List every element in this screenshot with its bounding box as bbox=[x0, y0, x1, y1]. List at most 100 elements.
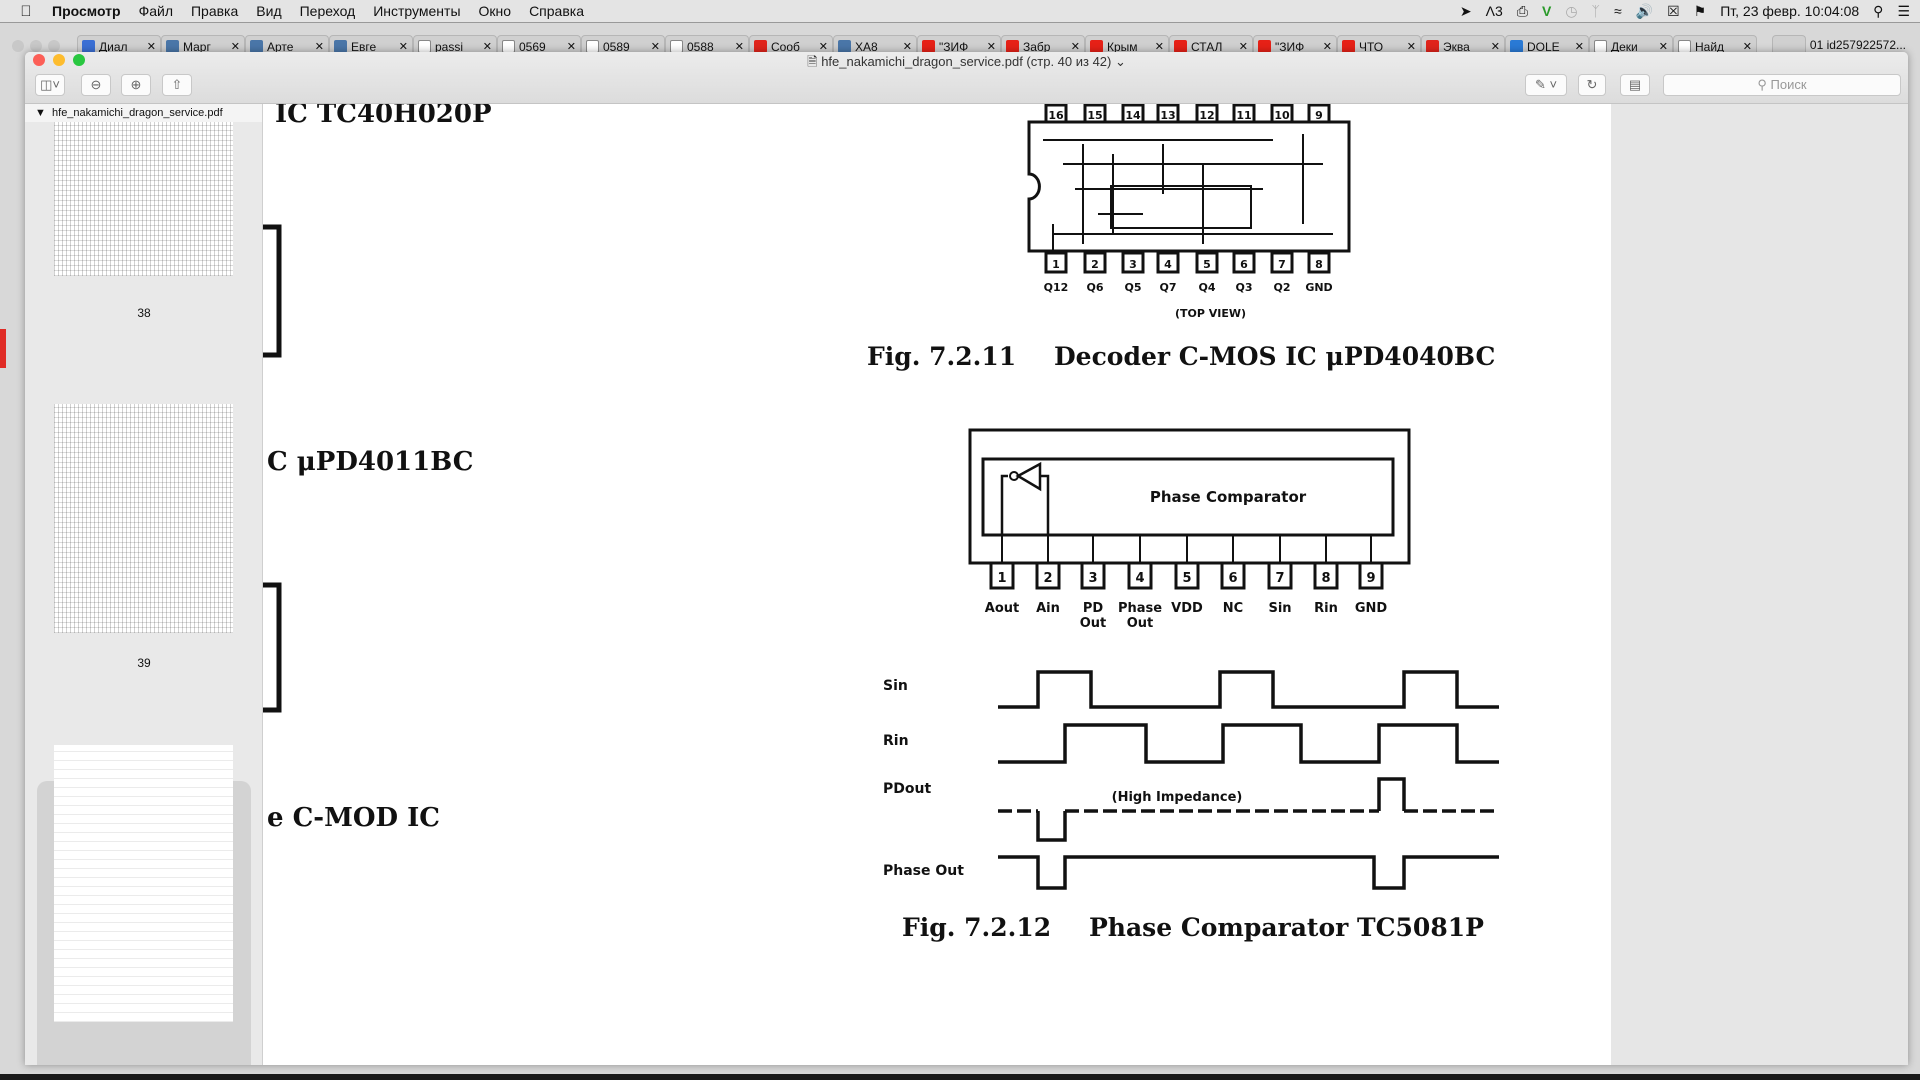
rotate-button[interactable]: ↻ bbox=[1578, 74, 1606, 96]
menu-file[interactable]: Файл bbox=[138, 3, 173, 19]
close-tab-icon[interactable]: ✕ bbox=[1658, 41, 1668, 53]
close-tab-icon[interactable]: ✕ bbox=[1574, 41, 1584, 53]
close-tab-icon[interactable]: ✕ bbox=[734, 41, 744, 53]
browser-tab[interactable]: 0569✕ bbox=[497, 35, 581, 57]
favicon-icon bbox=[1090, 40, 1103, 53]
browser-tab[interactable]: "ЗИФ✕ bbox=[917, 35, 1001, 57]
browser-tab[interactable]: СТАЛ✕ bbox=[1169, 35, 1253, 57]
close-tab-icon[interactable]: ✕ bbox=[314, 41, 324, 53]
zoom-in-button[interactable]: ⊕ bbox=[121, 74, 151, 96]
pin-box bbox=[1035, 561, 1061, 590]
browser-tab[interactable]: Крым✕ bbox=[1085, 35, 1169, 57]
menu-help[interactable]: Справка bbox=[529, 3, 584, 19]
new-tab-button[interactable] bbox=[1772, 35, 1806, 57]
menu-tools[interactable]: Инструменты bbox=[373, 3, 461, 19]
close-tab-icon[interactable]: ✕ bbox=[1322, 41, 1332, 53]
close-tab-icon[interactable]: ✕ bbox=[1742, 41, 1752, 53]
menu-app[interactable]: Просмотр bbox=[52, 3, 121, 19]
heading-tc40h020p: IC TC40H020P bbox=[275, 104, 492, 129]
adobe-icon[interactable]: Λ3 bbox=[1485, 3, 1503, 19]
share-button[interactable]: ⇧ bbox=[162, 74, 192, 96]
browser-tab[interactable]: "ЗИФ✕ bbox=[1253, 35, 1337, 57]
close-tab-icon[interactable]: ✕ bbox=[1070, 41, 1080, 53]
search-placeholder: Поиск bbox=[1770, 77, 1807, 92]
page-thumbnail-39[interactable] bbox=[54, 404, 233, 633]
close-icon[interactable] bbox=[33, 54, 45, 66]
browser-tab[interactable]: Сооб✕ bbox=[749, 35, 833, 57]
close-tab-icon[interactable]: ✕ bbox=[146, 41, 156, 53]
sidebar-toggle-button[interactable]: ◫˅ bbox=[35, 74, 65, 96]
browser-tab[interactable]: ХА8✕ bbox=[833, 35, 917, 57]
browser-tab[interactable]: DOLE✕ bbox=[1505, 35, 1589, 57]
vpn-icon[interactable]: V bbox=[1541, 3, 1552, 19]
disclosure-triangle-icon[interactable]: ▼ bbox=[35, 107, 46, 119]
printer-icon[interactable]: ⎙ bbox=[1516, 2, 1528, 19]
spotlight-icon[interactable]: ⚲ bbox=[1873, 2, 1884, 19]
markup-button[interactable]: ✎ ˅ bbox=[1525, 74, 1567, 96]
search-input[interactable]: ⚲ Поиск bbox=[1663, 74, 1901, 96]
close-tab-icon[interactable]: ✕ bbox=[902, 41, 912, 53]
browser-tab[interactable]: 0588✕ bbox=[665, 35, 749, 57]
tab-title: Эква bbox=[1443, 39, 1470, 54]
browser-tab[interactable]: Марг✕ bbox=[161, 35, 245, 57]
close-tab-icon[interactable]: ✕ bbox=[230, 41, 240, 53]
bluetooth-icon[interactable]: ᛉ bbox=[1591, 3, 1600, 19]
minimize-icon[interactable] bbox=[30, 40, 42, 52]
sidebar-file-header[interactable]: ▼ hfe_nakamichi_dragon_service.pdf bbox=[25, 104, 262, 122]
browser-tab[interactable]: Диал✕ bbox=[77, 35, 161, 57]
document-background bbox=[1611, 104, 1908, 1065]
toolbox-button[interactable]: ▤ bbox=[1620, 74, 1650, 96]
chevron-down-icon[interactable]: ⌄ bbox=[1114, 54, 1126, 69]
browser-content-accent bbox=[0, 329, 6, 368]
close-tab-icon[interactable]: ✕ bbox=[566, 41, 576, 53]
close-tab-icon[interactable]: ✕ bbox=[818, 41, 828, 53]
menu-go[interactable]: Переход bbox=[299, 3, 356, 19]
browser-tab[interactable]: Эква ✕ bbox=[1421, 35, 1505, 57]
pin-box bbox=[1270, 104, 1294, 124]
volume-icon[interactable]: 🔊 bbox=[1635, 2, 1654, 19]
close-tab-icon[interactable]: ✕ bbox=[1490, 41, 1500, 53]
pin-label: Q7 bbox=[1159, 281, 1176, 294]
page-thumbnail-40[interactable] bbox=[54, 745, 233, 1022]
pin-number: 9 bbox=[1366, 571, 1375, 586]
close-tab-icon[interactable]: ✕ bbox=[1154, 41, 1164, 53]
location-icon[interactable]: ➤ bbox=[1459, 2, 1472, 19]
browser-tab[interactable]: 0589✕ bbox=[581, 35, 665, 57]
pin-label: Q6 bbox=[1086, 281, 1103, 294]
zoom-out-button[interactable]: ⊖ bbox=[81, 74, 111, 96]
menu-window[interactable]: Окно bbox=[478, 3, 512, 19]
battery-icon[interactable]: ☒ bbox=[1667, 2, 1680, 19]
pin-number: 5 bbox=[1182, 571, 1191, 586]
profile-label[interactable]: 01 id257922572... bbox=[1809, 38, 1906, 52]
close-tab-icon[interactable]: ✕ bbox=[482, 41, 492, 53]
page-thumbnail-38[interactable] bbox=[54, 122, 233, 276]
browser-tab[interactable]: ЧТО✕ bbox=[1337, 35, 1421, 57]
pin-number: 4 bbox=[1164, 258, 1172, 271]
browser-tab[interactable]: Евге✕ bbox=[329, 35, 413, 57]
close-tab-icon[interactable]: ✕ bbox=[650, 41, 660, 53]
close-icon[interactable] bbox=[12, 40, 24, 52]
browser-tab[interactable]: Арте✕ bbox=[245, 35, 329, 57]
time-machine-icon[interactable]: ◷ bbox=[1565, 2, 1578, 19]
apple-menu-icon[interactable]:  bbox=[0, 3, 52, 20]
pin-number: 2 bbox=[1091, 258, 1099, 271]
menu-view[interactable]: Вид bbox=[256, 3, 282, 19]
fig-7-2-12-number: Fig. 7.2.12 bbox=[902, 913, 1051, 942]
zoom-icon[interactable] bbox=[48, 40, 60, 52]
close-tab-icon[interactable]: ✕ bbox=[1406, 41, 1416, 53]
browser-tab[interactable]: Найд✕ bbox=[1673, 35, 1757, 57]
menu-edit[interactable]: Правка bbox=[190, 3, 239, 19]
browser-tab[interactable]: Забр✕ bbox=[1001, 35, 1085, 57]
zoom-icon[interactable] bbox=[73, 54, 85, 66]
pin-number: 6 bbox=[1240, 258, 1248, 271]
wifi-icon[interactable]: ≈ bbox=[1613, 3, 1622, 19]
flag-icon[interactable]: ⚑ bbox=[1693, 2, 1707, 19]
favicon-icon bbox=[1258, 40, 1271, 53]
notification-center-icon[interactable]: ☰ bbox=[1897, 2, 1910, 19]
clock[interactable]: Пт, 23 февр. 10:04:08 bbox=[1720, 3, 1860, 19]
close-tab-icon[interactable]: ✕ bbox=[1238, 41, 1248, 53]
close-tab-icon[interactable]: ✕ bbox=[398, 41, 408, 53]
browser-tab[interactable]: Деки✕ bbox=[1589, 35, 1673, 57]
close-tab-icon[interactable]: ✕ bbox=[986, 41, 996, 53]
minimize-icon[interactable] bbox=[53, 54, 65, 66]
